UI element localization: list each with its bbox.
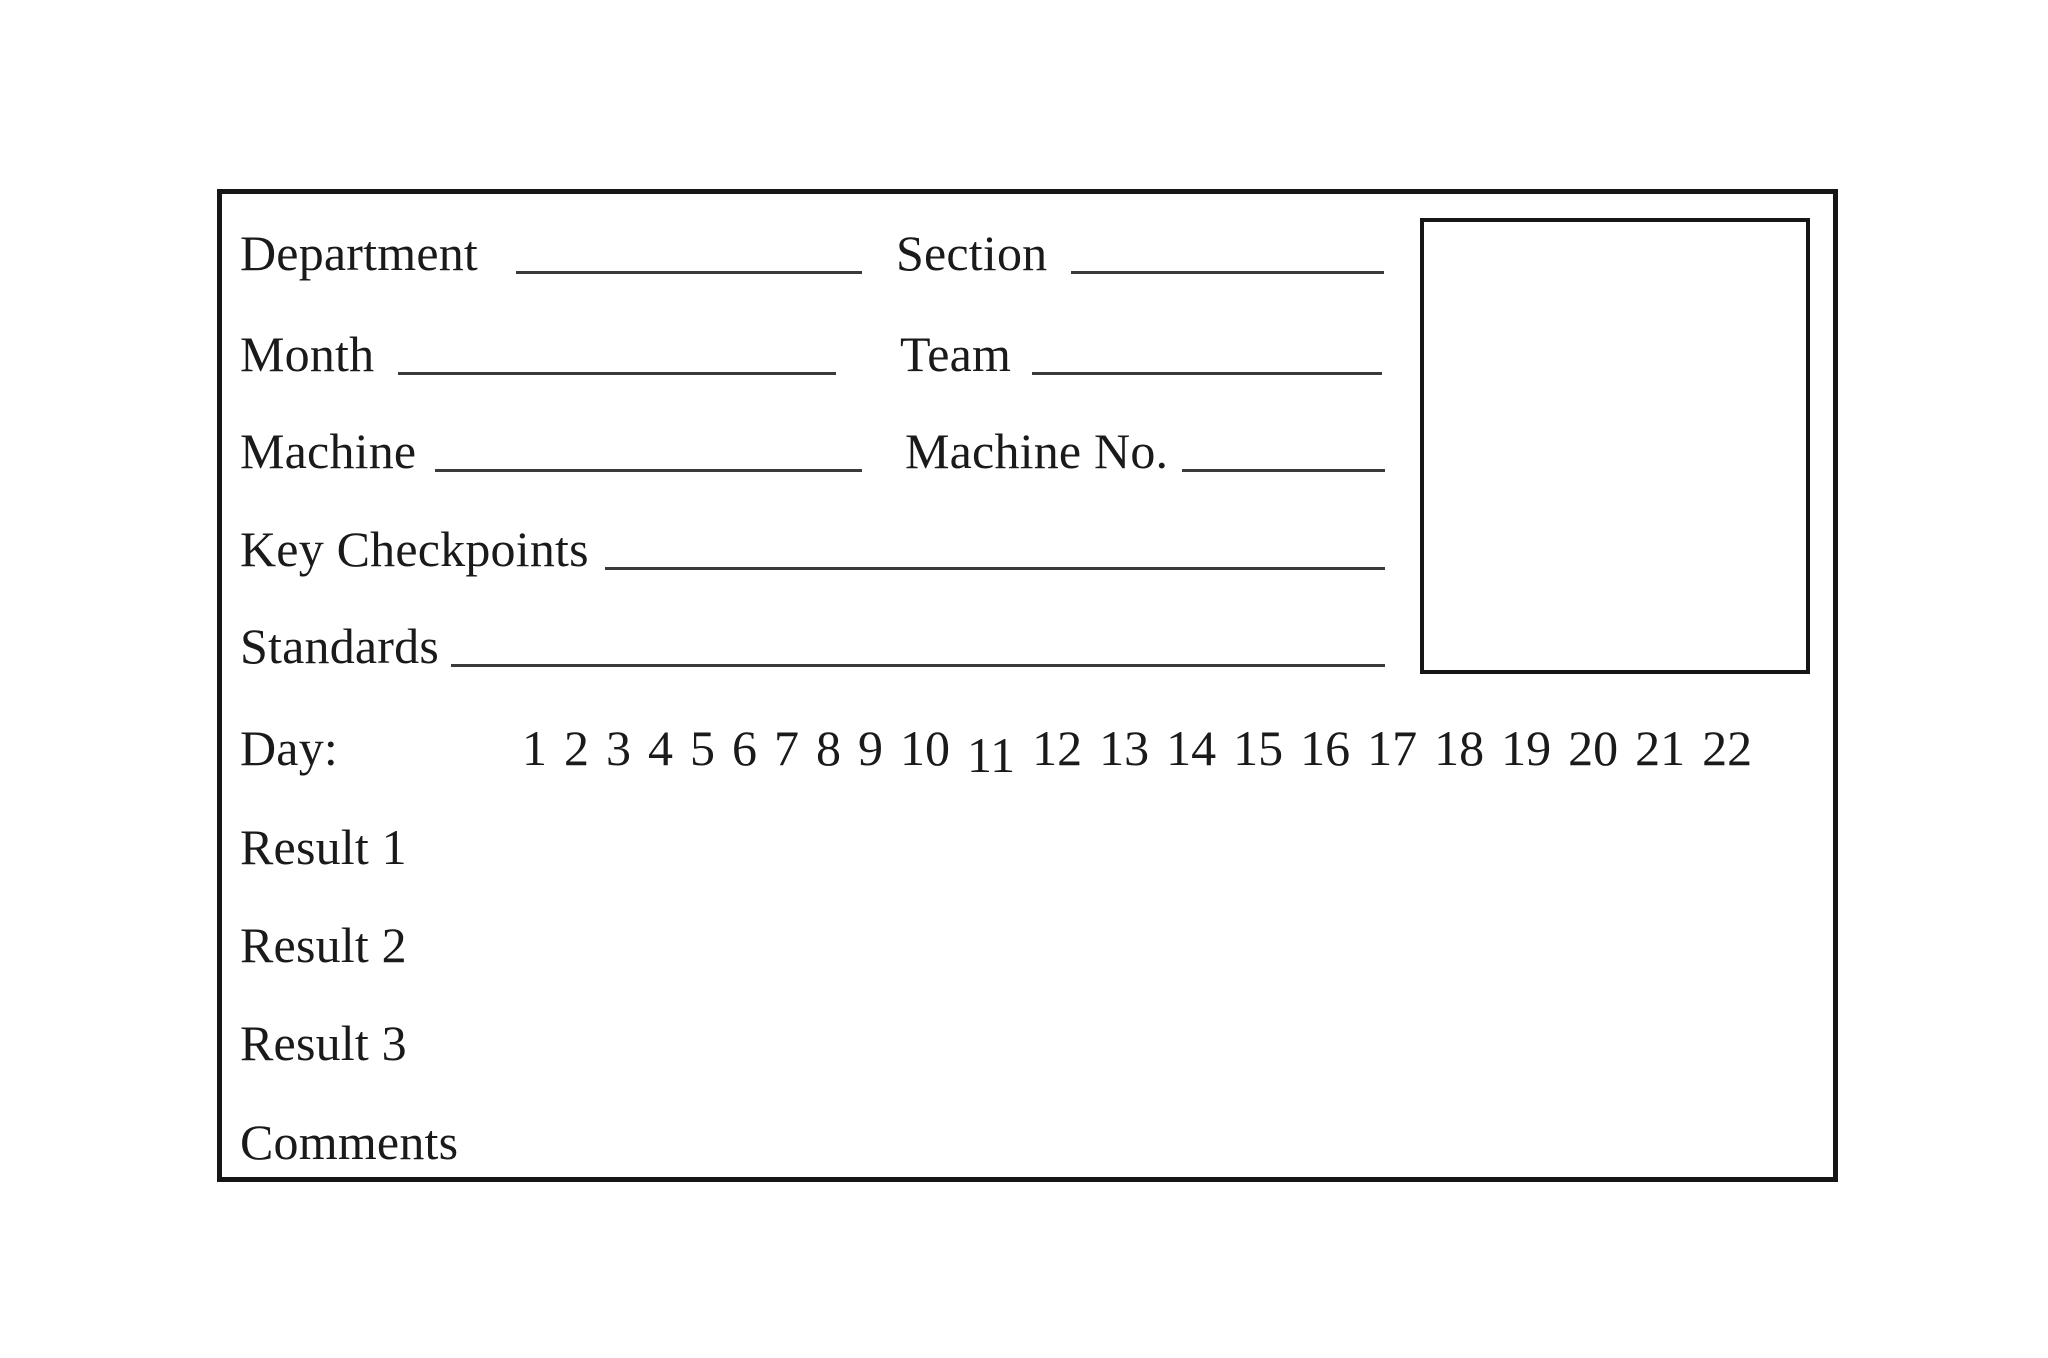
day-number: 7 bbox=[774, 720, 799, 776]
day-number: 13 bbox=[1099, 720, 1150, 776]
day-number: 10 bbox=[900, 720, 950, 776]
day-number: 1 bbox=[522, 720, 547, 776]
comments-label: Comments bbox=[240, 1114, 459, 1170]
day-number: 17 bbox=[1367, 720, 1418, 776]
day-number: 6 bbox=[732, 720, 757, 776]
day-number: 21 bbox=[1635, 720, 1686, 776]
day-number: 22 bbox=[1702, 720, 1753, 776]
day-number: 19 bbox=[1501, 720, 1552, 776]
day-number: 20 bbox=[1568, 720, 1619, 776]
day-number: 4 bbox=[648, 720, 673, 776]
machine-no-label: Machine No. bbox=[905, 423, 1169, 479]
day-number: 11 bbox=[967, 727, 1016, 783]
day-number: 16 bbox=[1300, 720, 1351, 776]
section-label: Section bbox=[896, 225, 1048, 281]
result-2-label: Result 2 bbox=[240, 917, 407, 973]
department-label: Department bbox=[240, 225, 479, 281]
month-input-line[interactable] bbox=[398, 372, 836, 375]
result-3-label: Result 3 bbox=[240, 1015, 407, 1071]
key-checkpoints-input-line[interactable] bbox=[605, 567, 1385, 570]
team-label: Team bbox=[900, 326, 1012, 382]
day-number: 12 bbox=[1032, 720, 1083, 776]
machine-input-line[interactable] bbox=[435, 469, 862, 472]
day-number: 3 bbox=[606, 720, 631, 776]
key-checkpoints-label: Key Checkpoints bbox=[240, 521, 589, 577]
standards-label: Standards bbox=[240, 618, 439, 674]
machine-label: Machine bbox=[240, 423, 417, 479]
result-1-label: Result 1 bbox=[240, 819, 407, 875]
day-number: 2 bbox=[564, 720, 589, 776]
day-row-label: Day: bbox=[240, 720, 338, 776]
day-number: 18 bbox=[1434, 720, 1485, 776]
day-number: 5 bbox=[690, 720, 715, 776]
section-input-line[interactable] bbox=[1071, 271, 1384, 274]
machine-no-input-line[interactable] bbox=[1182, 469, 1385, 472]
month-label: Month bbox=[240, 326, 375, 382]
day-number: 15 bbox=[1233, 720, 1284, 776]
day-number: 8 bbox=[816, 720, 841, 776]
day-number: 14 bbox=[1166, 720, 1217, 776]
standards-input-line[interactable] bbox=[451, 664, 1385, 667]
department-input-line[interactable] bbox=[516, 271, 862, 274]
day-number: 9 bbox=[858, 720, 883, 776]
team-input-line[interactable] bbox=[1032, 372, 1382, 375]
blank-attachment-box bbox=[1420, 218, 1810, 674]
